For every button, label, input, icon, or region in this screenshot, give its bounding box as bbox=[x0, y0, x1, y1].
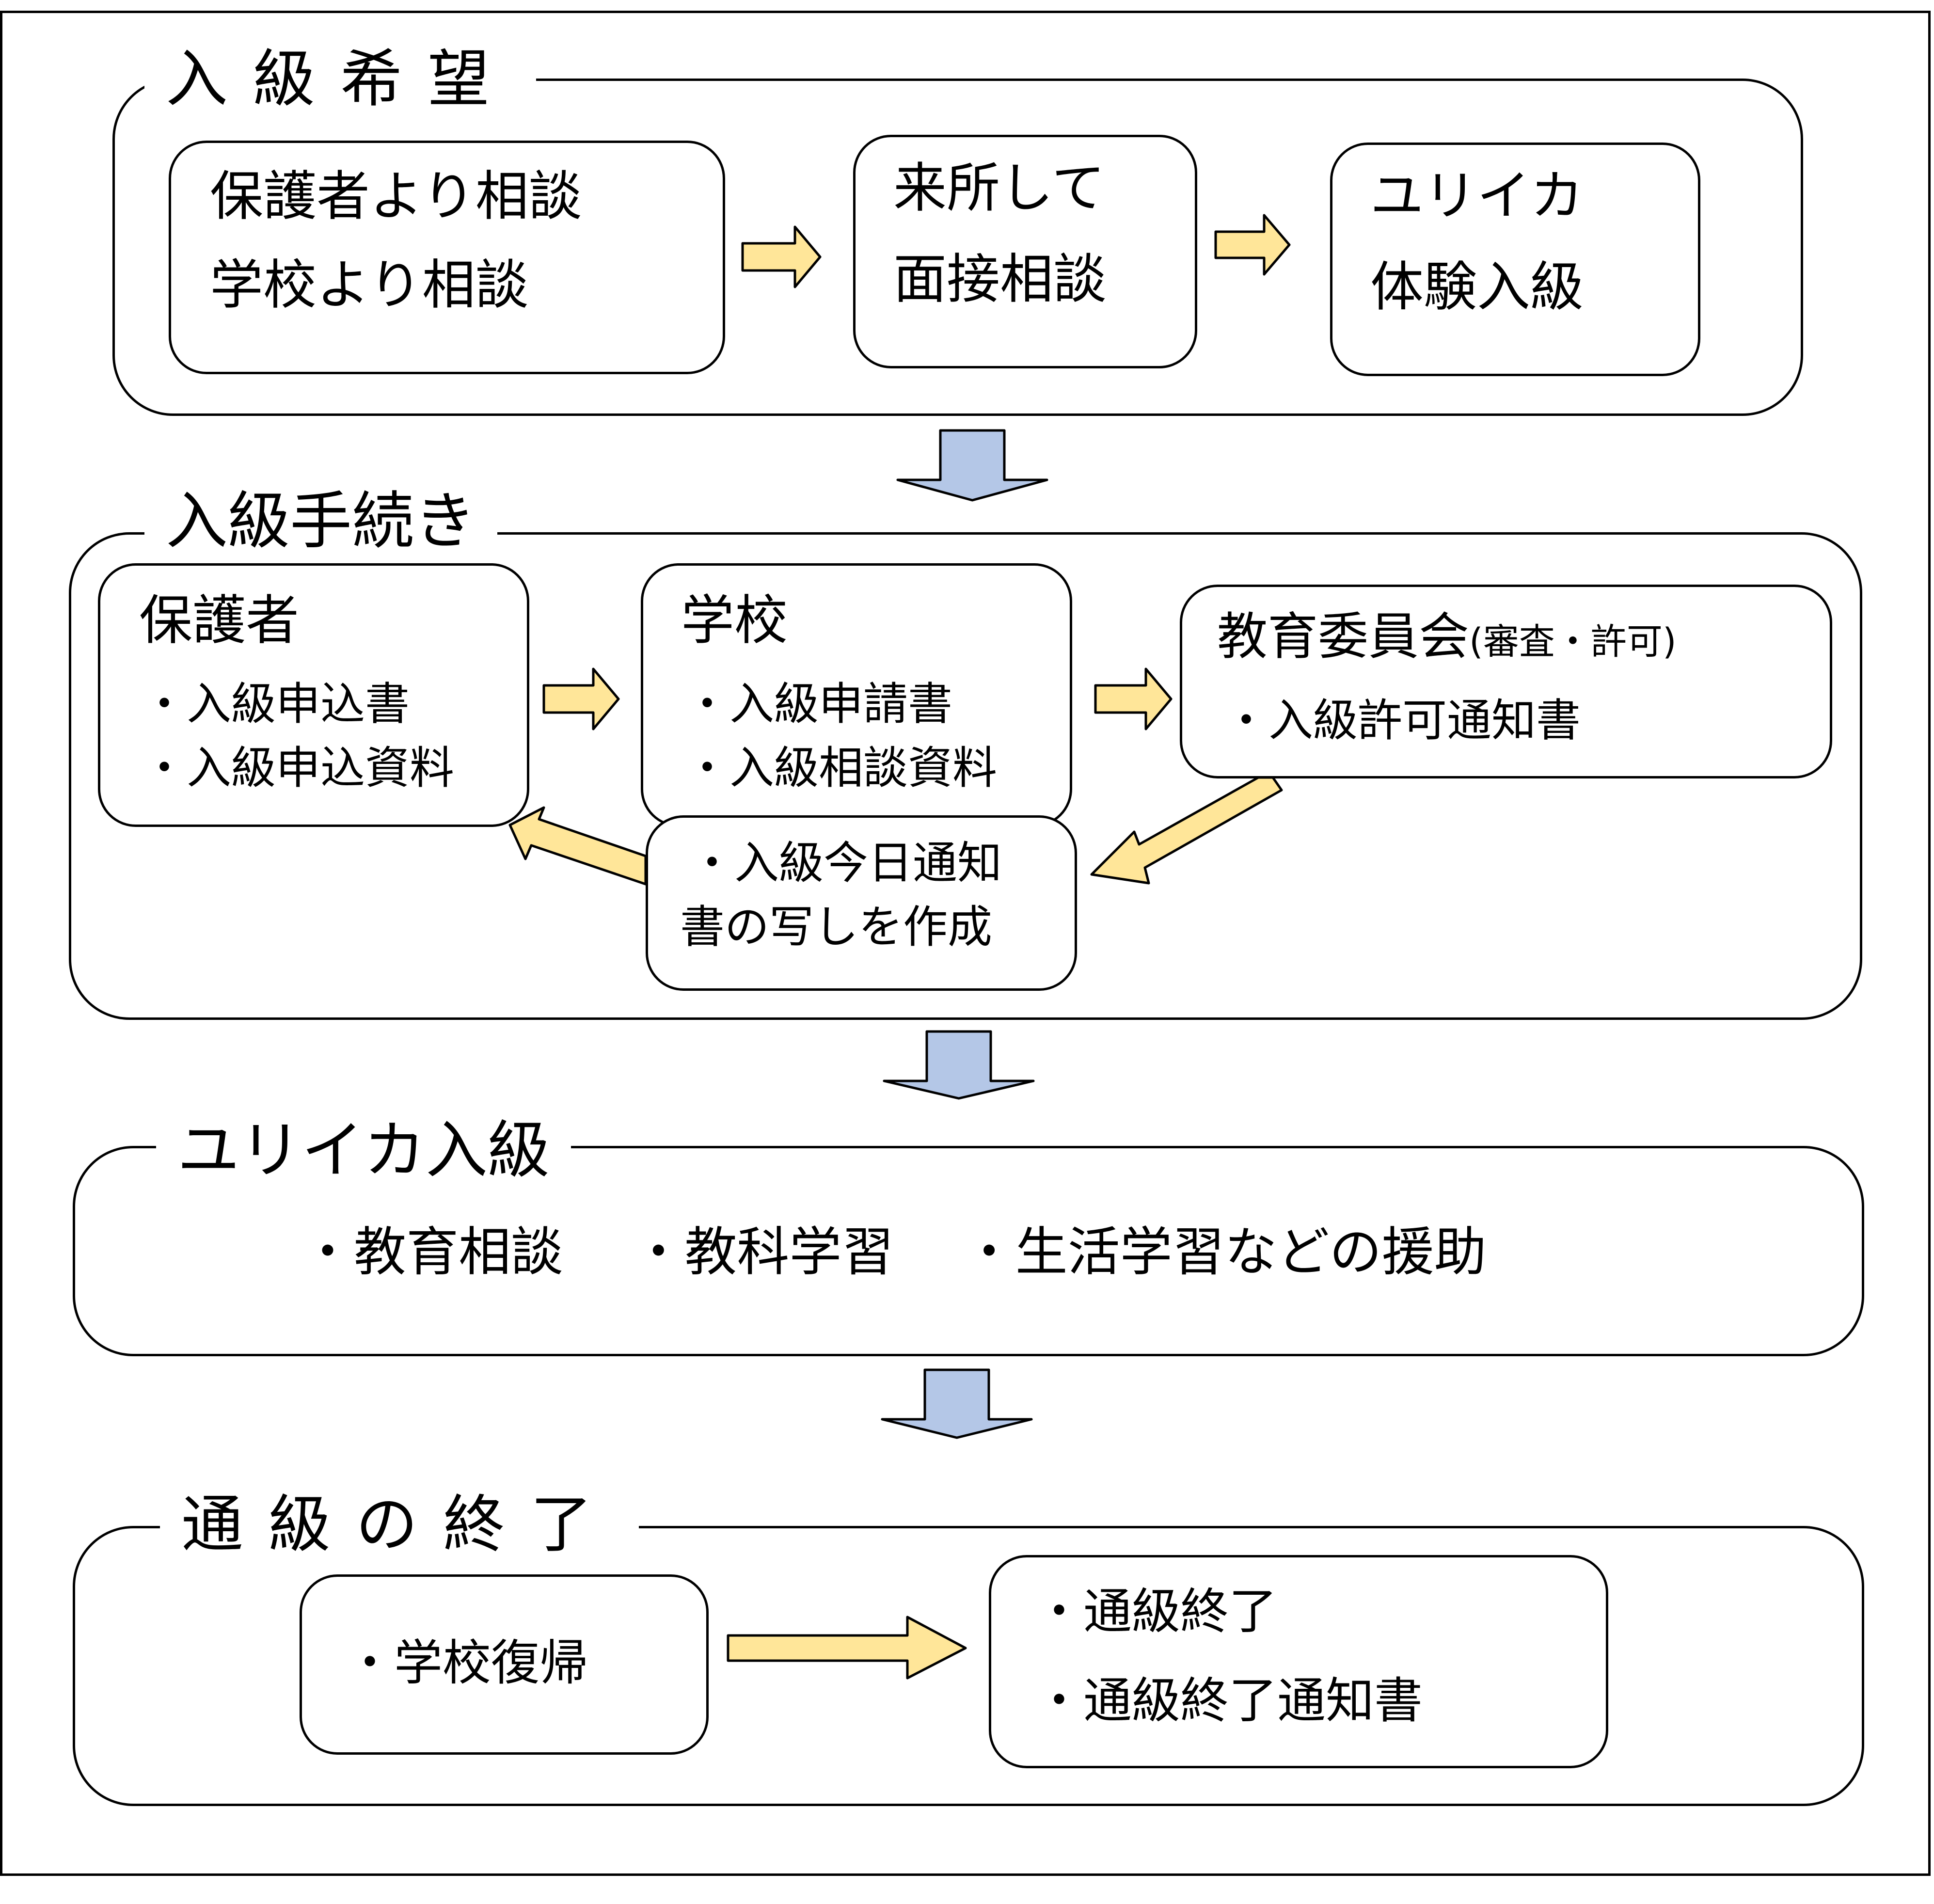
down-arrow-1 bbox=[896, 429, 1048, 502]
end-finish-notice: ・通級終了通知書 bbox=[1035, 1672, 1423, 1729]
down-arrow-3 bbox=[881, 1368, 1033, 1439]
arrow-return-to-finish bbox=[727, 1616, 967, 1680]
board-item-permit: ・入級許可通知書 bbox=[1224, 695, 1581, 746]
hope-trial-line2: 体験入級 bbox=[1370, 256, 1584, 318]
procedure-board-box: 教育委員会(審査・許可) ・入級許可通知書 bbox=[1180, 585, 1832, 778]
enroll-support-items: ・教育相談 ・教科学習 ・生活学習などの援助 bbox=[301, 1222, 1487, 1283]
school-item-materials: ・入級相談資料 bbox=[685, 742, 998, 794]
procedure-school-box: 学校 ・入級申請書 ・入級相談資料 bbox=[641, 563, 1072, 827]
school-item-request: ・入級申請書 bbox=[685, 678, 953, 730]
hope-consultation-line2: 学校より相談 bbox=[210, 254, 529, 316]
end-finish-item: ・通級終了 bbox=[1035, 1583, 1277, 1640]
hope-consultation-line1: 保護者より相談 bbox=[210, 165, 582, 227]
hope-trial-line1: ユリイカ bbox=[1370, 165, 1584, 227]
end-return-item: ・学校復帰 bbox=[346, 1634, 588, 1691]
arrow-copy-to-guardian bbox=[508, 806, 647, 886]
end-finish-box: ・通級終了 ・通級終了通知書 bbox=[989, 1555, 1608, 1768]
copy-line1: ・入級今日通知 bbox=[690, 837, 1002, 889]
section-enroll-title: ユリイカ入級 bbox=[156, 1120, 571, 1182]
arrow-guardian-to-school bbox=[542, 667, 620, 730]
guardian-heading: 保護者 bbox=[139, 589, 299, 651]
section-hope bbox=[112, 79, 1803, 416]
board-heading: 教育委員会(審査・許可) bbox=[1217, 611, 1677, 662]
hope-interview-line2: 面接相談 bbox=[893, 248, 1107, 310]
section-procedure-title: 入級手続き bbox=[144, 491, 498, 553]
hope-trial-box: ユリイカ 体験入級 bbox=[1330, 143, 1700, 376]
arrow-hope-1-to-2 bbox=[741, 225, 822, 288]
board-heading-note: (審査・許可) bbox=[1469, 621, 1677, 663]
hope-interview-box: 来所して 面接相談 bbox=[853, 135, 1197, 368]
procedure-guardian-box: 保護者 ・入級申込書 ・入級申込資料 bbox=[98, 563, 529, 827]
outer-frame bbox=[0, 11, 1931, 1876]
end-return-box: ・学校復帰 bbox=[300, 1574, 709, 1755]
school-heading: 学校 bbox=[681, 589, 788, 651]
hope-consultation-box: 保護者より相談 学校より相談 bbox=[169, 141, 725, 374]
hope-interview-line1: 来所して bbox=[893, 157, 1105, 219]
board-heading-main: 教育委員会 bbox=[1217, 607, 1470, 666]
down-arrow-2 bbox=[883, 1030, 1035, 1100]
section-end-title: 通級の終了 bbox=[160, 1494, 639, 1556]
section-enroll bbox=[73, 1146, 1864, 1356]
arrow-hope-2-to-3 bbox=[1214, 214, 1291, 276]
procedure-copy-box: ・入級今日通知 書の写しを作成 bbox=[646, 815, 1077, 991]
copy-line2: 書の写しを作成 bbox=[680, 901, 993, 953]
guardian-item-materials: ・入級申込資料 bbox=[142, 742, 455, 794]
section-end bbox=[73, 1526, 1864, 1806]
arrow-school-to-board bbox=[1094, 667, 1173, 730]
guardian-item-application: ・入級申込書 bbox=[142, 678, 410, 730]
section-procedure bbox=[69, 532, 1862, 1020]
arrow-board-to-copy bbox=[1090, 776, 1283, 885]
section-hope-title: 入級希望 bbox=[144, 48, 537, 111]
